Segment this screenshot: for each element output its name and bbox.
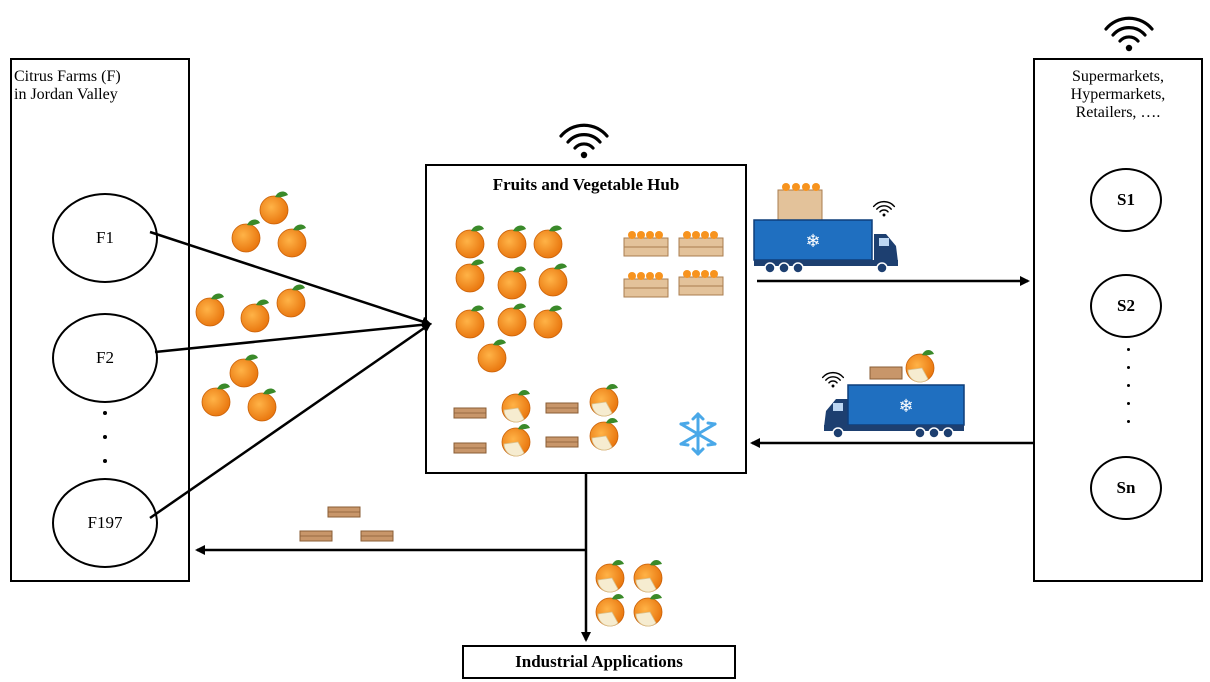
- farm-node-f1: F1: [52, 193, 158, 283]
- hub-title: Fruits and Vegetable Hub: [492, 175, 680, 194]
- crate-icon: [299, 506, 394, 542]
- snowflake-icon: [679, 412, 717, 456]
- arrow-f197-to-hub: [149, 322, 432, 520]
- ellipsis-dot: [103, 411, 107, 415]
- farms-title-line1: Citrus Farms (F): [14, 68, 121, 85]
- wifi-icon: [821, 371, 845, 389]
- industrial-label: Industrial Applications: [515, 652, 683, 671]
- ellipsis-dot: [103, 459, 107, 463]
- refrigerated-truck-icon: ❄: [753, 183, 898, 274]
- market-ellipsis: [1124, 340, 1132, 423]
- market-node-s1: S1: [1090, 168, 1162, 232]
- farm-node-f197: F197: [52, 478, 158, 568]
- market-node-s2: S2: [1090, 274, 1162, 338]
- peeled-orange-icon: [595, 559, 663, 627]
- wifi-icon: [872, 200, 896, 218]
- ellipsis-dot: [103, 435, 107, 439]
- refrigerated-truck-icon: ❄: [824, 349, 965, 439]
- svg-text:❄: ❄: [805, 231, 820, 251]
- crate-icon: [623, 230, 724, 298]
- market-node-sn: Sn: [1090, 456, 1162, 520]
- farms-title-line2: in Jordan Valley: [14, 86, 118, 103]
- ellipsis-dot: [1126, 348, 1130, 351]
- markets-title-line3: Retailers, ….: [1075, 104, 1161, 121]
- ellipsis-dot: [1126, 402, 1130, 405]
- wifi-icon: [559, 123, 609, 160]
- orange-fruit-icon: [195, 190, 307, 422]
- wifi-icon: [1104, 16, 1154, 53]
- markets-title-line2: Hypermarkets,: [1070, 86, 1166, 103]
- markets-title-line1: Supermarkets,: [1072, 68, 1164, 85]
- ellipsis-dot: [1126, 420, 1130, 423]
- industrial-panel: [462, 645, 736, 679]
- farm-node-f2: F2: [52, 313, 158, 403]
- arrow-f2-to-hub: [154, 319, 432, 354]
- arrow-f1-to-hub: [149, 230, 432, 327]
- orange-fruit-icon: [455, 224, 568, 373]
- ellipsis-dot: [1126, 366, 1130, 369]
- ellipsis-dot: [1126, 384, 1130, 387]
- farm-ellipsis: [97, 405, 113, 463]
- svg-text:❄: ❄: [898, 396, 913, 416]
